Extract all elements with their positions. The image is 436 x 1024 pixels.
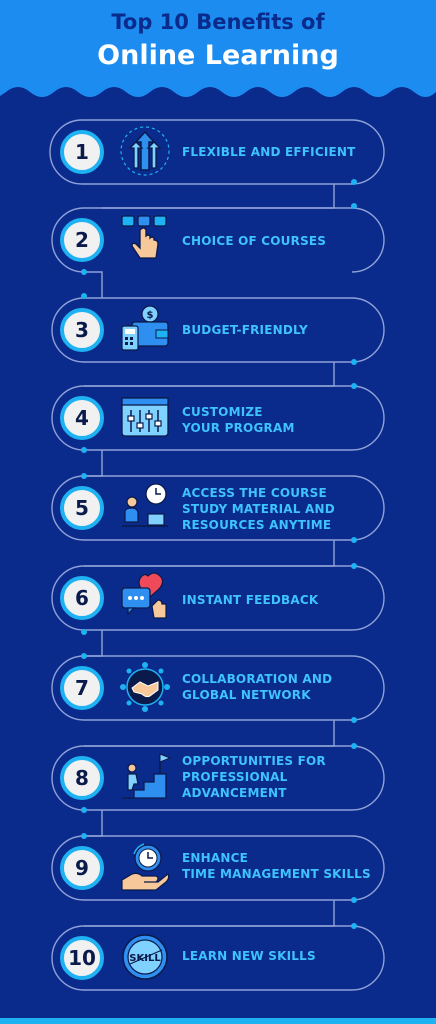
step-label-5: ACCESS THE COURSE STUDY MATERIAL AND RES… xyxy=(182,485,382,533)
step-2-line-1: CHOICE OF COURSES xyxy=(182,234,327,248)
step-number-10: 10 xyxy=(60,936,104,980)
title-line-1: Top 10 Benefits of xyxy=(111,10,325,34)
step-label-10: LEARN NEW SKILLS xyxy=(182,948,382,964)
step-label-3: BUDGET-FRIENDLY xyxy=(182,322,382,338)
handshake-network-icon xyxy=(118,660,172,714)
step-9-line-2: TIME MANAGEMENT SKILLS xyxy=(182,867,371,881)
step-number-9: 9 xyxy=(60,846,104,890)
sliders-window-icon xyxy=(118,390,172,444)
step-4-line-1: CUSTOMIZE xyxy=(182,405,263,419)
svg-text:$: $ xyxy=(147,310,154,321)
step-label-9: ENHANCE TIME MANAGEMENT SKILLS xyxy=(182,850,382,882)
step-3-line-1: BUDGET-FRIENDLY xyxy=(182,323,308,337)
header: Top 10 Benefits of Online Learning xyxy=(0,0,436,110)
step-8-line-2: PROFESSIONAL xyxy=(182,770,288,784)
step-number-4: 4 xyxy=(60,396,104,440)
step-label-6: INSTANT FEEDBACK xyxy=(182,592,382,608)
step-1-line-1: FLEXIBLE AND EFFICIENT xyxy=(182,145,356,159)
step-5-line-2: STUDY MATERIAL AND xyxy=(182,502,335,516)
stairs-flag-icon xyxy=(118,750,172,804)
chat-heart-icon xyxy=(118,570,172,624)
header-wave-background xyxy=(0,0,436,97)
step-9-line-1: ENHANCE xyxy=(182,851,249,865)
step-5-line-3: RESOURCES ANYTIME xyxy=(182,518,332,532)
hand-pointer-icon xyxy=(118,212,172,266)
clock-hand-icon xyxy=(118,840,172,894)
step-label-4: CUSTOMIZE YOUR PROGRAM xyxy=(182,404,382,436)
step-4-line-2: YOUR PROGRAM xyxy=(182,421,295,435)
wallet-calculator-icon: $ xyxy=(118,302,172,356)
step-number-2: 2 xyxy=(60,218,104,262)
footer-bar xyxy=(0,1018,436,1024)
step-label-7: COLLABORATION AND GLOBAL NETWORK xyxy=(182,671,382,703)
svg-text:SKILL: SKILL xyxy=(129,953,161,964)
step-number-6: 6 xyxy=(60,576,104,620)
step-number-1: 1 xyxy=(60,130,104,174)
step-7-line-2: GLOBAL NETWORK xyxy=(182,688,311,702)
step-7-line-1: COLLABORATION AND xyxy=(182,672,333,686)
step-label-2: CHOICE OF COURSES xyxy=(182,233,382,249)
arrows-up-icon xyxy=(118,124,172,178)
title-line-2: Online Learning xyxy=(97,40,339,71)
step-5-line-1: ACCESS THE COURSE xyxy=(182,486,327,500)
step-label-8: OPPORTUNITIES FOR PROFESSIONAL ADVANCEME… xyxy=(182,753,382,801)
step-10-line-1: LEARN NEW SKILLS xyxy=(182,949,316,963)
skill-badge-icon: SKILL xyxy=(118,930,172,984)
step-label-1: FLEXIBLE AND EFFICIENT xyxy=(182,144,382,160)
step-number-3: 3 xyxy=(60,308,104,352)
step-number-5: 5 xyxy=(60,486,104,530)
step-number-7: 7 xyxy=(60,666,104,710)
step-6-line-1: INSTANT FEEDBACK xyxy=(182,593,319,607)
step-8-line-3: ADVANCEMENT xyxy=(182,786,287,800)
person-clock-icon xyxy=(118,480,172,534)
step-8-line-1: OPPORTUNITIES FOR xyxy=(182,754,326,768)
step-number-8: 8 xyxy=(60,756,104,800)
